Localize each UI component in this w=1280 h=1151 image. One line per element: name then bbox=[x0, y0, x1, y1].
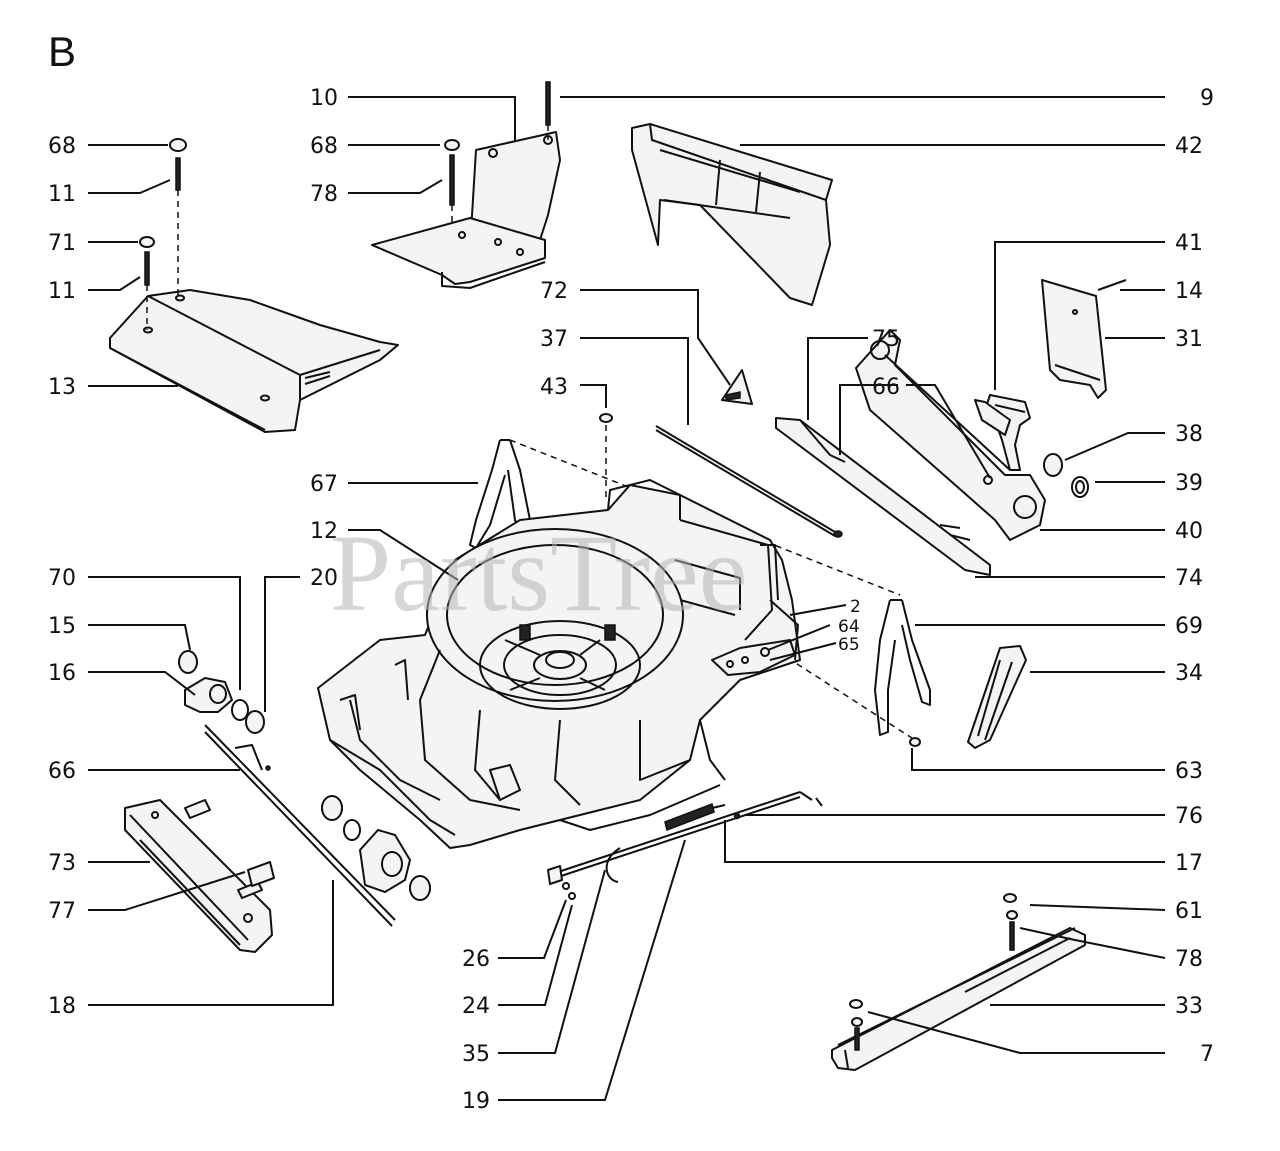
lower-rods bbox=[547, 791, 823, 900]
rod bbox=[599, 413, 843, 538]
callout-68: 68 bbox=[310, 134, 338, 159]
rear-panel bbox=[1041, 279, 1107, 399]
leader-lines bbox=[88, 96, 1166, 1101]
callout-20: 20 bbox=[310, 566, 338, 591]
callout-11: 11 bbox=[48, 182, 76, 207]
mower-deck bbox=[317, 479, 801, 849]
callout-72: 72 bbox=[540, 279, 568, 304]
callout-68: 68 bbox=[48, 134, 76, 159]
side-bracket bbox=[967, 645, 1027, 749]
left-wheel-hub-parts bbox=[178, 650, 396, 927]
rear-deflector bbox=[631, 123, 833, 306]
callout-7: 7 bbox=[1200, 1042, 1214, 1067]
rear-axle-assembly bbox=[775, 329, 1046, 576]
front-flap-plate bbox=[109, 289, 399, 433]
callout-31: 31 bbox=[1175, 327, 1203, 352]
callout-73: 73 bbox=[48, 851, 76, 876]
callout-33: 33 bbox=[1175, 994, 1203, 1019]
callout-42: 42 bbox=[1175, 134, 1203, 159]
callout-9: 9 bbox=[1200, 86, 1214, 111]
callout-15: 15 bbox=[48, 614, 76, 639]
right-spring bbox=[874, 599, 931, 747]
callout-16: 16 bbox=[48, 661, 76, 686]
callout-71: 71 bbox=[48, 231, 76, 256]
callout-67: 67 bbox=[310, 472, 338, 497]
warning-label bbox=[721, 369, 753, 405]
side-skid bbox=[124, 799, 275, 953]
callout-43: 43 bbox=[540, 375, 568, 400]
callout-19: 19 bbox=[462, 1089, 490, 1114]
callout-63: 63 bbox=[1175, 759, 1203, 784]
callout-38: 38 bbox=[1175, 422, 1203, 447]
callout-13: 13 bbox=[48, 375, 76, 400]
knob-and-bolt-left bbox=[139, 138, 187, 330]
callout-65: 65 bbox=[838, 635, 860, 655]
callout-labels: 10 9 68 68 42 11 78 71 41 11 14 72 31 75… bbox=[48, 86, 1214, 1114]
callout-18: 18 bbox=[48, 994, 76, 1019]
callout-75: 75 bbox=[872, 327, 900, 352]
part-drawings bbox=[109, 81, 1127, 1071]
callout-66: 66 bbox=[872, 375, 900, 400]
bushing-and-ring bbox=[1043, 453, 1089, 498]
callout-40: 40 bbox=[1175, 519, 1203, 544]
callout-26: 26 bbox=[462, 947, 490, 972]
callout-64: 64 bbox=[838, 617, 860, 637]
callout-70: 70 bbox=[48, 566, 76, 591]
callout-66: 66 bbox=[48, 759, 76, 784]
right-hub-parts bbox=[321, 795, 431, 901]
top-hinged-flap bbox=[371, 81, 561, 289]
callout-41: 41 bbox=[1175, 231, 1203, 256]
callout-78: 78 bbox=[310, 182, 338, 207]
callout-77: 77 bbox=[48, 899, 76, 924]
callout-10: 10 bbox=[310, 86, 338, 111]
callout-76: 76 bbox=[1175, 804, 1203, 829]
callout-11: 11 bbox=[48, 279, 76, 304]
callout-2: 2 bbox=[850, 597, 861, 617]
callout-74: 74 bbox=[1175, 566, 1203, 591]
callout-37: 37 bbox=[540, 327, 568, 352]
watermark: PartsTree bbox=[330, 512, 748, 634]
section-label: B bbox=[48, 28, 76, 75]
callout-12: 12 bbox=[310, 519, 338, 544]
callout-69: 69 bbox=[1175, 614, 1203, 639]
callout-39: 39 bbox=[1175, 471, 1203, 496]
callout-14: 14 bbox=[1175, 279, 1203, 304]
callout-61: 61 bbox=[1175, 899, 1203, 924]
callout-35: 35 bbox=[462, 1042, 490, 1067]
panel-pin bbox=[1097, 279, 1127, 291]
callout-17: 17 bbox=[1175, 851, 1203, 876]
callout-24: 24 bbox=[462, 994, 490, 1019]
rear-roller-bar bbox=[831, 893, 1086, 1071]
callout-78: 78 bbox=[1175, 947, 1203, 972]
callout-34: 34 bbox=[1175, 661, 1203, 686]
